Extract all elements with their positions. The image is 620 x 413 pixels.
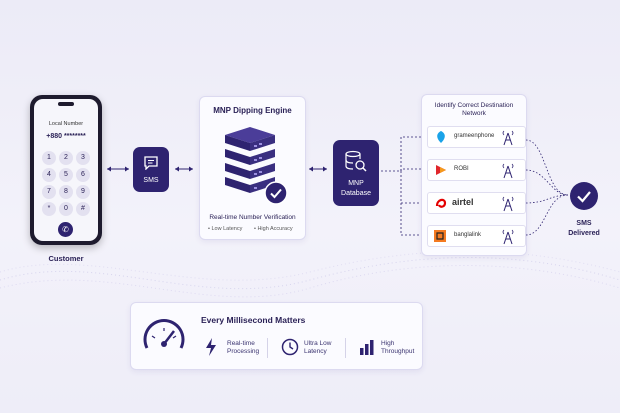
- phone-notch: [58, 102, 74, 106]
- stat-throughput-1: High: [381, 340, 395, 347]
- arrow-sms-engine: [175, 166, 193, 172]
- bar-chart-icon: [360, 340, 374, 355]
- speedometer-icon: [143, 319, 185, 349]
- key-hash[interactable]: #: [76, 202, 90, 216]
- operator-name: airtel: [452, 197, 474, 207]
- operator-grameenphone[interactable]: grameenphone: [427, 126, 526, 148]
- engine-card: MNP Dipping Engine Real-time Number Veri…: [199, 96, 306, 240]
- arrow-engine-db: [309, 166, 327, 172]
- keypad: 1 2 3 4 5 6 7 8 9 * 0 #: [42, 151, 90, 216]
- banner-title: Every Millisecond Matters: [201, 315, 306, 325]
- bolt-icon: [206, 338, 216, 356]
- key-6[interactable]: 6: [76, 168, 90, 182]
- key-3[interactable]: 3: [76, 151, 90, 165]
- divider: [345, 338, 346, 358]
- key-4[interactable]: 4: [42, 168, 56, 182]
- database-label-1: MNP: [348, 180, 364, 187]
- delivered-label-1: SMS: [576, 220, 592, 227]
- tower-icon: [502, 229, 514, 245]
- operator-banglalink[interactable]: banglalink: [427, 225, 526, 247]
- divider: [267, 338, 268, 358]
- destination-title-1: Identify Correct Destination: [434, 102, 514, 109]
- operator-robi[interactable]: ROBI: [427, 159, 526, 181]
- stat-throughput-2: Throughput: [381, 348, 415, 355]
- key-2[interactable]: 2: [59, 151, 73, 165]
- grameenphone-logo-icon: [437, 131, 445, 143]
- engine-subtitle: Real-time Number Verification: [209, 214, 296, 221]
- key-8[interactable]: 8: [59, 185, 73, 199]
- server-icon: [225, 127, 275, 193]
- delivered-check-icon: [570, 182, 598, 210]
- phone-device: Local Number +880 ******** 1 2 3 4 5 6 7…: [30, 95, 102, 245]
- tower-icon: [502, 130, 514, 146]
- operator-name: grameenphone: [454, 133, 495, 139]
- operator-airtel[interactable]: airtel: [427, 192, 526, 214]
- performance-banner: Every Millisecond Matters Real-time Proc…: [130, 302, 423, 370]
- operator-name: banglalink: [454, 232, 482, 238]
- airtel-logo-icon: [435, 198, 447, 208]
- tower-icon: [502, 196, 514, 212]
- sms-label: SMS: [143, 177, 159, 184]
- tower-icon: [502, 163, 514, 179]
- key-1[interactable]: 1: [42, 151, 56, 165]
- engine-feature-accuracy: • High Accuracy: [254, 226, 293, 232]
- destination-title-2: Network: [462, 110, 486, 117]
- mnp-database-box: MNP Database: [333, 140, 379, 206]
- stat-realtime-2: Processing: [227, 348, 260, 355]
- database-label-2: Database: [341, 190, 371, 197]
- clock-icon: [281, 338, 299, 356]
- robi-logo-icon: [436, 165, 446, 175]
- chat-icon: [144, 156, 158, 170]
- check-icon: [264, 181, 288, 205]
- phone-call-icon[interactable]: ✆: [58, 222, 73, 237]
- banglalink-logo-icon: [434, 230, 446, 242]
- key-7[interactable]: 7: [42, 185, 56, 199]
- engine-feature-latency: • Low Latency: [208, 226, 243, 232]
- database-search-icon: [345, 150, 367, 172]
- wave-decoration: [0, 250, 620, 298]
- phone-title: Local Number: [48, 121, 84, 127]
- arrow-phone-sms: [107, 166, 129, 172]
- customer-label: Customer: [48, 254, 84, 263]
- delivered-label-2: Delivered: [568, 230, 600, 237]
- phone-number: +880 ********: [46, 133, 86, 140]
- key-9[interactable]: 9: [76, 185, 90, 199]
- stat-realtime-1: Real-time: [227, 340, 255, 347]
- phone-screen: Local Number +880 ******** 1 2 3 4 5 6 7…: [34, 99, 98, 241]
- key-0[interactable]: 0: [59, 202, 73, 216]
- delivery-lines: [526, 139, 569, 236]
- engine-title: MNP Dipping Engine: [213, 106, 292, 115]
- operator-name: ROBI: [454, 166, 469, 172]
- sms-box: SMS: [133, 147, 169, 192]
- stat-latency-1: Ultra Low: [304, 340, 332, 347]
- key-5[interactable]: 5: [59, 168, 73, 182]
- stat-latency-2: Latency: [304, 348, 327, 355]
- key-star[interactable]: *: [42, 202, 56, 216]
